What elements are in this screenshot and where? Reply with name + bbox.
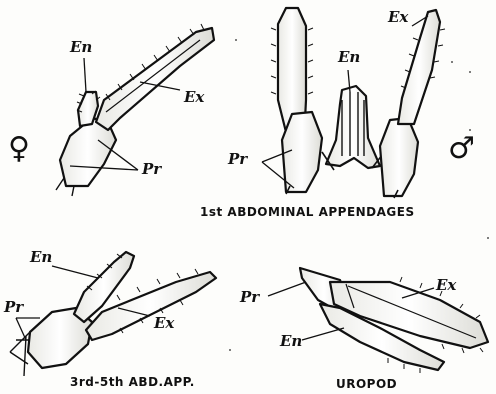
male-appendix-masculina — [326, 86, 380, 168]
label-pr-male: Pr — [228, 152, 247, 167]
label-en-female: En — [70, 40, 92, 55]
female-symbol: ♀ — [8, 134, 30, 164]
male-right-protopodite — [380, 118, 418, 196]
caption-first-abdominal: 1st ABDOMINAL APPENDAGES — [200, 206, 415, 218]
label-en-third-fifth: En — [30, 250, 52, 265]
third-fifth-appendage — [10, 252, 216, 376]
label-en-male: En — [338, 50, 360, 65]
label-ex-uropod: Ex — [436, 278, 456, 293]
label-pr-female: Pr — [142, 162, 161, 177]
caption-third-fifth: 3rd-5th ABD.APP. — [70, 376, 195, 388]
label-pr-third-fifth: Pr — [4, 300, 23, 315]
caption-uropod: UROPOD — [336, 378, 397, 390]
label-ex-third-fifth: Ex — [154, 316, 174, 331]
male-appendage — [271, 8, 445, 198]
male-right-exopodite — [398, 10, 440, 124]
label-ex-male: Ex — [388, 10, 408, 25]
label-pr-uropod: Pr — [240, 290, 259, 305]
label-en-uropod: En — [280, 334, 302, 349]
male-symbol: ♂ — [448, 134, 475, 164]
uropod — [300, 268, 488, 373]
label-ex-female: Ex — [184, 90, 204, 105]
